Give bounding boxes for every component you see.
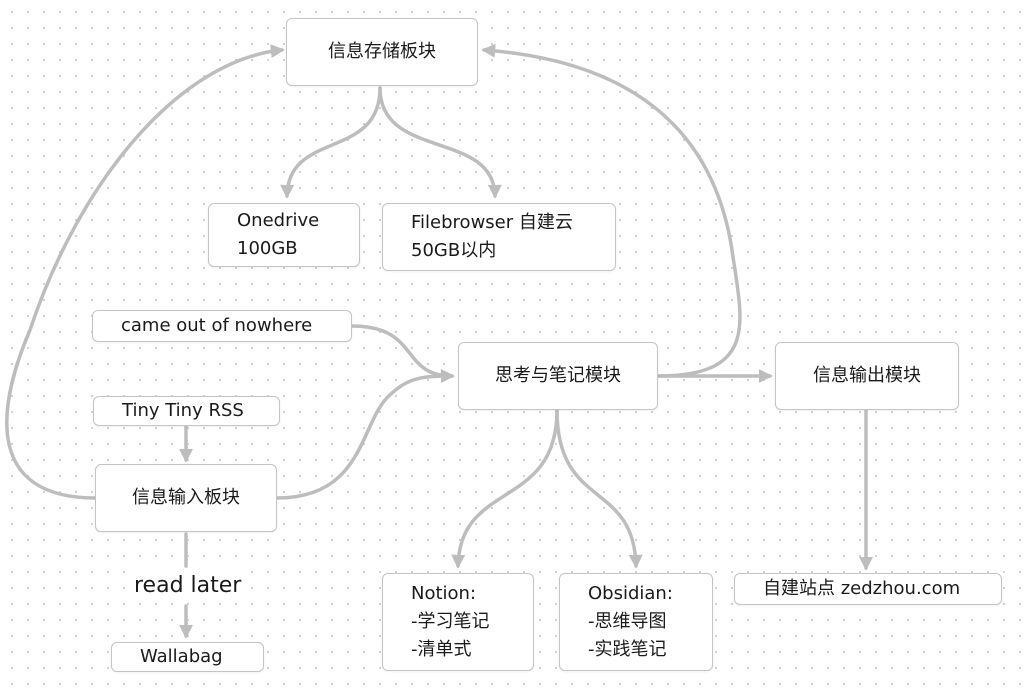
edge-label-read-later: read later (128, 571, 248, 600)
node-storage[interactable]: 信息存储板块 (286, 18, 478, 86)
node-output-label: 信息输出模块 (813, 365, 921, 386)
node-notion-line1: Notion: (411, 583, 477, 604)
edge-input-to-thinking (275, 369, 455, 500)
node-obsidian-line3: -实践笔记 (588, 639, 667, 660)
node-thinking-label: 思考与笔记模块 (495, 365, 621, 386)
node-filebrowser-line1: Filebrowser 自建云 (411, 212, 573, 233)
node-output[interactable]: 信息输出模块 (775, 342, 959, 410)
node-wallabag-label: Wallabag (140, 646, 223, 667)
edge-thinking-to-obsidian (555, 408, 643, 569)
node-came-out-label: came out of nowhere (121, 315, 313, 336)
node-filebrowser[interactable]: Filebrowser 自建云 50GB以内 (382, 203, 616, 271)
node-input-label: 信息输入板块 (132, 487, 240, 508)
node-tinytiny-rss[interactable]: Tiny Tiny RSS (93, 396, 280, 426)
node-came-out-of-nowhere[interactable]: came out of nowhere (92, 310, 352, 342)
node-site-label: 自建站点 zedzhou.com (763, 578, 961, 599)
edge-cameout-to-thinking (350, 324, 455, 383)
node-site[interactable]: 自建站点 zedzhou.com (734, 573, 1002, 605)
node-notion-line2: -学习笔记 (411, 611, 490, 632)
node-storage-label: 信息存储板块 (328, 41, 436, 62)
node-onedrive-line1: Onedrive (237, 210, 320, 231)
edge-thinking-to-notion (451, 408, 559, 569)
node-tinytiny-label: Tiny Tiny RSS (122, 400, 244, 421)
node-obsidian[interactable]: Obsidian: -思维导图 -实践笔记 (559, 573, 713, 671)
node-notion[interactable]: Notion: -学习笔记 -清单式 (382, 573, 534, 671)
node-obsidian-line2: -思维导图 (588, 611, 667, 632)
node-obsidian-line1: Obsidian: (588, 583, 673, 604)
edge-storage-to-filebrowser (378, 86, 502, 199)
node-filebrowser-line2: 50GB以内 (411, 240, 497, 261)
node-notion-line3: -清单式 (411, 639, 472, 660)
edge-input-to-storage (5, 44, 285, 500)
edge-storage-to-onedrive (280, 86, 382, 199)
node-onedrive[interactable]: Onedrive 100GB (208, 203, 360, 267)
node-input[interactable]: 信息输入板块 (95, 464, 277, 532)
node-thinking[interactable]: 思考与笔记模块 (458, 342, 658, 410)
node-wallabag[interactable]: Wallabag (111, 642, 264, 672)
edge-thinking-to-storage (481, 43, 742, 378)
node-onedrive-line2: 100GB (237, 238, 298, 259)
